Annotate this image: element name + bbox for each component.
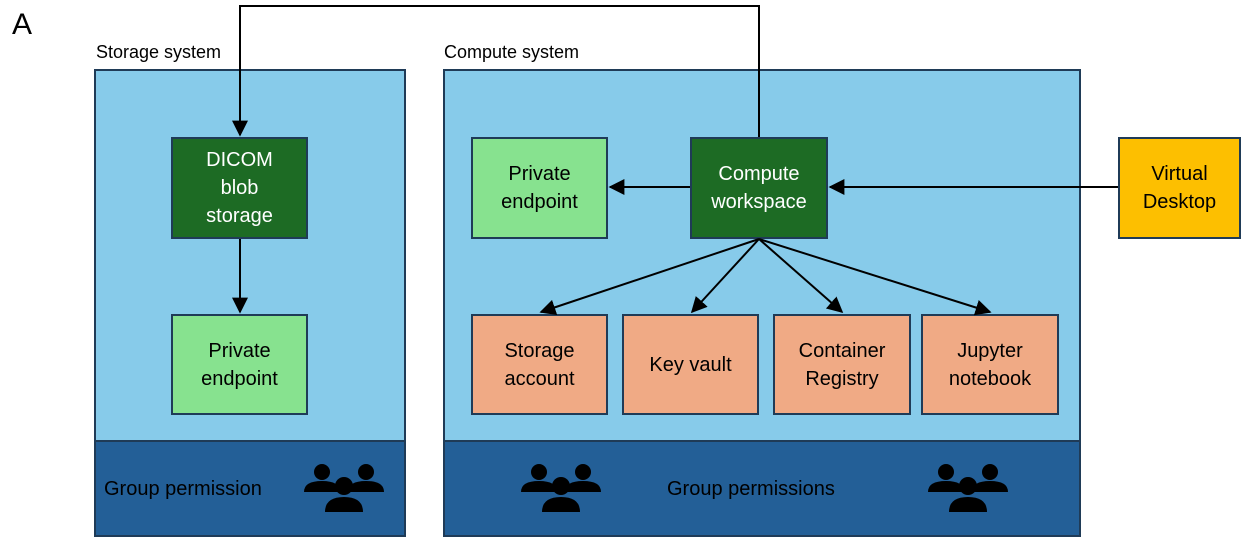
storage-system-title: Storage system [96, 42, 222, 62]
arrow-workspace-to-container-registry [758, 238, 844, 314]
group-icon [928, 464, 1008, 512]
storage-permission-label: Group permission [104, 478, 262, 500]
arrow-workspace-to-storage-account [539, 238, 760, 316]
virtual-desktop: Virtual Desktop [1118, 137, 1241, 239]
arrow-workspace-to-key-vault [690, 238, 760, 314]
key-vault: Key vault [622, 314, 759, 415]
storage-private-endpoint: Private endpoint [171, 314, 308, 415]
compute-system-title: Compute system [444, 42, 580, 62]
group-icon [304, 464, 384, 512]
arrow-workspace-to-dicom [232, 5, 760, 137]
group-icon [521, 464, 601, 512]
arrow-workspace-to-jupyter [758, 238, 992, 316]
compute-permission-label: Group permissions [667, 478, 835, 500]
container-registry: Container Registry [773, 314, 911, 415]
compute-workspace: Compute workspace [690, 137, 828, 239]
figure-label: A [12, 8, 33, 41]
dicom-blob-storage: DICOM blob storage [171, 137, 308, 239]
compute-private-endpoint: Private endpoint [471, 137, 608, 239]
